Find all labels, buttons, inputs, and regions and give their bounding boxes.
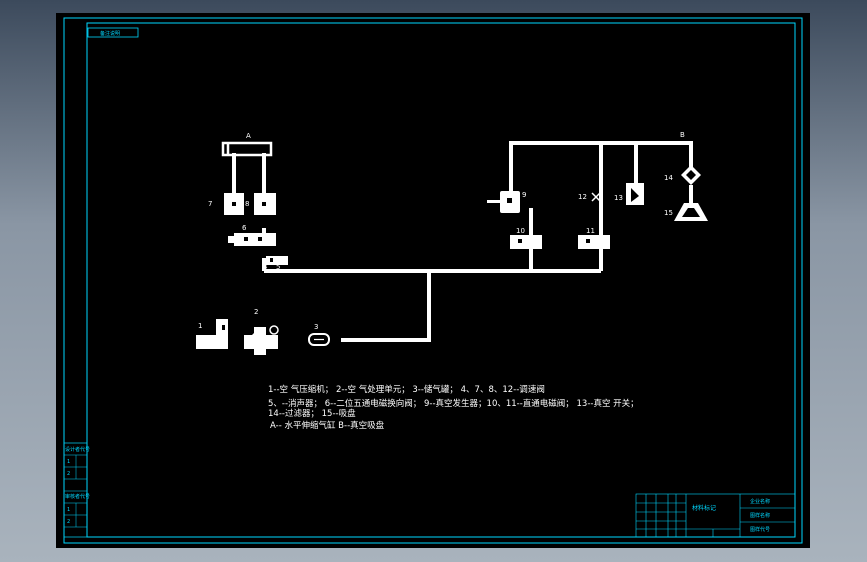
solenoid-valve-6 xyxy=(228,233,276,246)
vacuum-generator-9 xyxy=(487,191,520,213)
title-tab xyxy=(87,27,139,38)
title-block-cell-c: 图样代号 xyxy=(750,526,770,533)
label-3: 3 xyxy=(314,323,318,331)
left-table-row-0: 设计者代号 xyxy=(65,446,90,453)
suction-cup-15 xyxy=(674,203,708,221)
material-mark: 材料标记 xyxy=(692,504,716,512)
label-14: 14 xyxy=(664,174,673,182)
inner-frame xyxy=(86,22,796,538)
left-table-row-5: 2 xyxy=(67,519,70,525)
label-7: 7 xyxy=(208,200,212,208)
label-6: 6 xyxy=(242,224,247,232)
air-lines xyxy=(232,141,693,342)
speed-valve-4 xyxy=(266,256,288,265)
air-tank-3 xyxy=(308,333,330,346)
label-12: 12 xyxy=(578,193,587,201)
label-11: 11 xyxy=(586,227,595,235)
label-b: B xyxy=(680,131,685,139)
solenoid-valve-11 xyxy=(578,235,610,249)
title-block-cell-a: 企业名称 xyxy=(750,498,770,505)
air-compressor-1 xyxy=(196,319,228,349)
legend-line-3: 14--过滤器； 15--吸盘 xyxy=(268,408,356,419)
left-table-row-2: 2 xyxy=(67,471,70,477)
left-table-row-3: 审核者代号 xyxy=(65,493,90,500)
drawing-sheet: 备注说明 设计者代号 1 2 审核者代号 1 2 材料标记 企业 xyxy=(56,13,810,548)
label-2: 2 xyxy=(254,308,258,316)
left-revision-table: 设计者代号 1 2 审核者代号 1 2 xyxy=(63,442,90,538)
label-10: 10 xyxy=(516,227,525,235)
cad-drawing: 备注说明 设计者代号 1 2 审核者代号 1 2 材料标记 企业 xyxy=(63,17,803,544)
label-9: 9 xyxy=(522,191,526,199)
title-block xyxy=(635,493,796,538)
speed-valve-7 xyxy=(224,193,244,215)
vacuum-switch-13 xyxy=(626,183,644,205)
filter-14 xyxy=(681,165,701,203)
label-4: 4 xyxy=(263,263,268,271)
solenoid-valve-10 xyxy=(510,235,542,249)
air-treatment-unit-2 xyxy=(244,325,279,355)
cylinder-a xyxy=(221,141,273,157)
left-table-row-4: 1 xyxy=(67,507,70,513)
title-block-cell-b: 图样名称 xyxy=(750,512,770,519)
legend-line-2: 5、--消声器； 6--二位五通电磁换向阀； 9--真空发生器；10、11--直… xyxy=(268,398,639,409)
speed-valve-12 xyxy=(591,192,601,202)
title-tab-text: 备注说明 xyxy=(100,30,120,37)
label-15: 15 xyxy=(664,209,673,217)
label-5: 5 xyxy=(276,263,280,271)
label-13: 13 xyxy=(614,194,623,202)
label-1: 1 xyxy=(198,322,202,330)
legend-line-4: A-- 水平伸缩气缸 B--真空吸盘 xyxy=(270,420,385,431)
left-table-row-1: 1 xyxy=(67,459,70,465)
speed-valve-8 xyxy=(254,193,276,215)
legend-line-1: 1--空 气压缩机； 2--空 气处理单元； 3--储气罐； 4、7、8、12-… xyxy=(268,384,545,395)
label-8: 8 xyxy=(245,200,249,208)
outer-frame xyxy=(63,17,803,544)
label-a: A xyxy=(246,132,251,140)
